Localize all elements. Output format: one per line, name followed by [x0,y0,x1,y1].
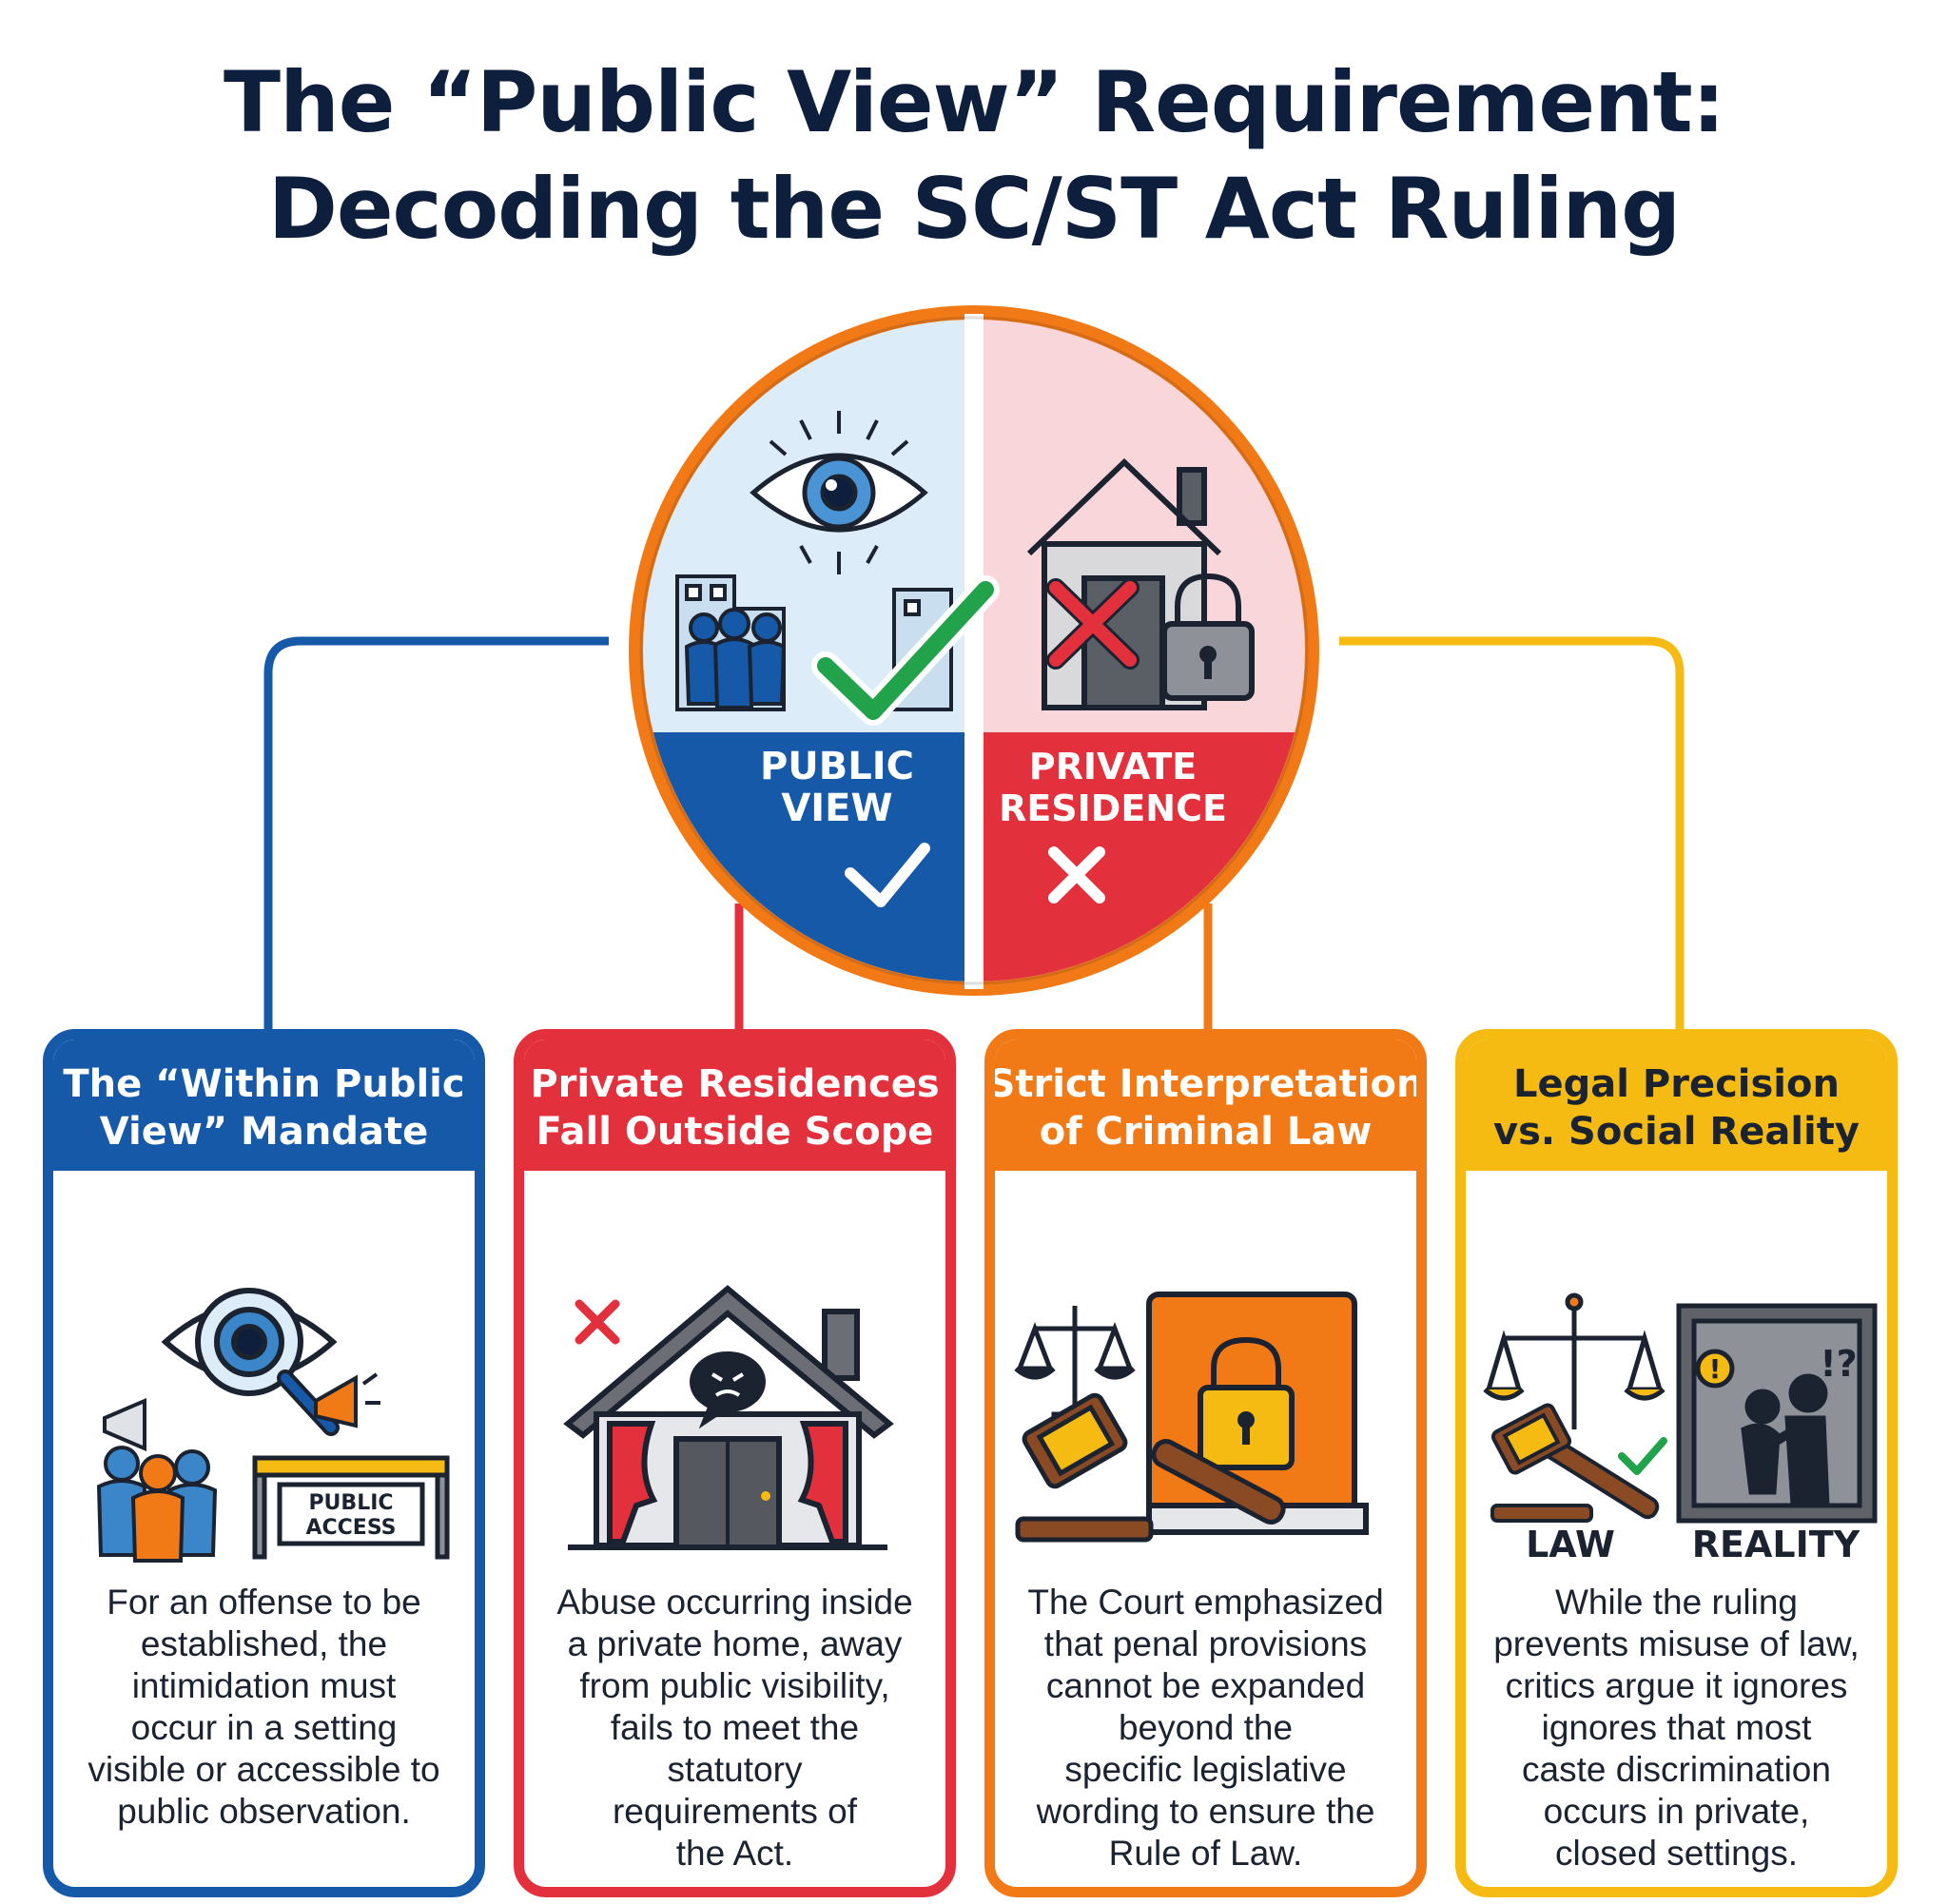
question-icon: !? [1820,1343,1857,1385]
people-icon [684,608,787,709]
exclamation-icon: ! [1709,1353,1722,1385]
private-residence-label-line-2: RESIDENCE [999,787,1227,829]
card-title-line: Legal Precision [1513,1062,1840,1106]
gavel-icon [1490,1403,1660,1523]
sign-line-2: ACCESS [305,1516,396,1540]
lock-icon [1161,573,1255,701]
public-view-label-line-2: VIEW [781,787,893,830]
law-vs-reality-illustration: ! !? LAW REALITY [1483,1292,1878,1563]
body-line: public observation. [117,1792,411,1831]
card-title-line: Strict Interpretation [987,1062,1424,1106]
body-line: beyond the [1118,1708,1294,1747]
card-title: Private Residences Fall Outside Scope [524,1039,945,1171]
connector-yellow [1339,636,1685,1029]
card-public-view-mandate: The “Within Public View” Mandate [43,1029,485,1897]
body-line: critics argue it ignores [1505,1666,1848,1705]
body-line: Abuse occurring inside [556,1583,913,1622]
card-body: For an offense to be established, the in… [53,1582,475,1833]
title-line-1: The “Public View” Requirement: [224,53,1725,151]
public-view-label: PUBLIC VIEW [723,746,951,829]
card-body: Abuse occurring inside a private home, a… [524,1582,945,1875]
card-title-line: Private Residences [530,1062,940,1106]
body-line: cannot be expanded [1045,1666,1366,1705]
body-line: statutory [667,1750,803,1789]
body-line: from public visibility, [579,1666,890,1705]
body-line: occur in a setting [130,1708,398,1747]
body-line: a private home, away [567,1624,903,1663]
card-body: While the ruling prevents misuse of law,… [1466,1582,1887,1875]
cross-icon [1046,578,1140,670]
house-icon [563,1285,894,1550]
public-view-label-line-1: PUBLIC [759,745,914,788]
card-title-line: The “Within Public [63,1062,465,1106]
page-title: The “Public View” Requirement: Decoding … [0,49,1948,262]
body-line: Rule of Law. [1108,1834,1303,1873]
angry-bubble-icon [690,1351,766,1429]
body-line: established, the [140,1624,388,1663]
card-strict-interpretation: Strict Interpretation of Criminal Law [984,1029,1427,1897]
body-line: caste discrimination [1522,1750,1831,1789]
body-line: requirements of [612,1792,858,1831]
card-body: The Court emphasized that penal provisio… [995,1582,1416,1875]
title-line-2: Decoding the SC/ST Act Ruling [267,160,1681,258]
body-line: occurs in private, [1543,1792,1810,1831]
magnifier-icon [161,1288,340,1436]
criminal-law-illustration [1014,1292,1369,1543]
card-title: Legal Precision vs. Social Reality [1466,1039,1887,1171]
private-residence-label: PRIVATE RESIDENCE [989,746,1237,829]
people-icon [96,1446,218,1563]
pushing-figures-icon: ! !? [1676,1303,1878,1524]
eye-icon [750,411,928,574]
cross-icon [575,1299,620,1345]
checkmark-icon [1618,1437,1667,1475]
body-line: that penal provisions [1043,1624,1368,1663]
card-title: The “Within Public View” Mandate [53,1039,475,1171]
card-legal-precision: Legal Precision vs. Social Reality ! !? [1455,1029,1898,1897]
private-residence-label-line-1: PRIVATE [1028,746,1198,787]
private-residence-cross-icon [1048,846,1105,903]
scales-icon [1483,1292,1666,1429]
megaphone-icon [103,1372,380,1452]
body-line: fails to meet the [610,1708,860,1747]
card-title-line: vs. Social Reality [1493,1110,1860,1154]
private-home-illustration [563,1285,894,1550]
body-line: visible or accessible to [88,1750,440,1789]
body-line: intimidation must [131,1666,397,1705]
body-line: prevents misuse of law, [1493,1624,1860,1663]
body-line: The Court emphasized [1027,1583,1384,1622]
sign-line-1: PUBLIC [308,1491,393,1515]
card-title-line: Fall Outside Scope [536,1110,934,1154]
body-line: specific legislative [1064,1750,1347,1789]
body-line: For an offense to be [107,1583,421,1622]
card-private-residences: Private Residences Fall Outside Scope [514,1029,956,1897]
body-line: While the ruling [1554,1583,1798,1622]
card-title: Strict Interpretation of Criminal Law [995,1039,1416,1171]
body-line: ignores that most [1541,1708,1812,1747]
public-view-check-icon [845,843,930,907]
body-line: the Act. [675,1834,794,1873]
law-label: LAW [1526,1524,1615,1563]
barrier-sign-icon: PUBLIC ACCESS [252,1455,450,1560]
body-line: closed settings. [1554,1834,1799,1873]
card-title-line: View” Mandate [99,1110,429,1154]
scales-icon [1014,1306,1136,1427]
body-line: wording to ensure the [1036,1792,1375,1831]
reality-label: REALITY [1692,1524,1860,1563]
public-observation-illustration: PUBLIC ACCESS [96,1288,450,1563]
connector-blue [263,636,609,1029]
gavel-icon [1015,1392,1286,1543]
card-title-line: of Criminal Law [1039,1110,1373,1154]
